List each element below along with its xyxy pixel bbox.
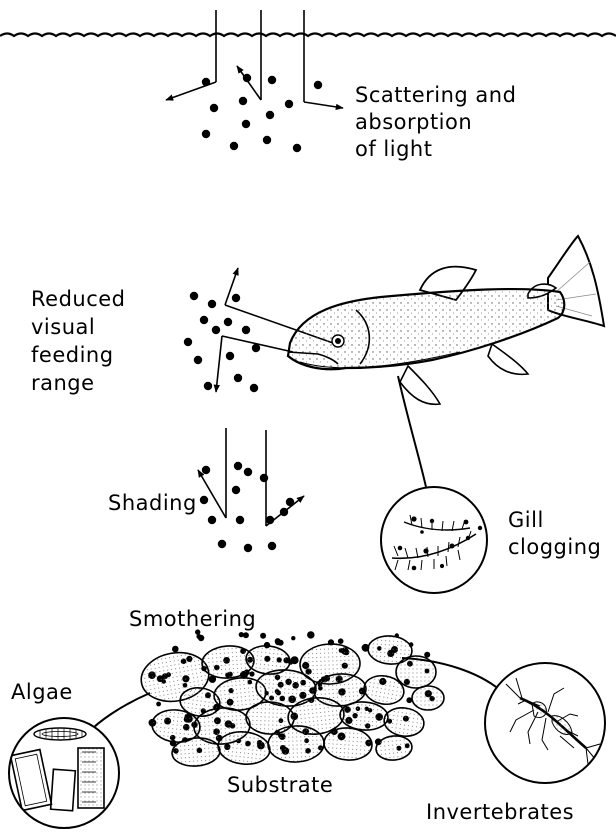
- sediment-particle: [232, 294, 240, 302]
- sediment-particle: [236, 516, 244, 524]
- gill-zoom-icon: [381, 487, 487, 593]
- sediment-particle: [224, 318, 232, 326]
- sediment-particle: [204, 382, 212, 390]
- sediment-particle: [212, 326, 220, 334]
- sediment-particle: [268, 76, 276, 84]
- sediment-particle: [266, 516, 274, 524]
- sediment-particle: [286, 498, 294, 506]
- fine-sediment: [338, 638, 344, 644]
- sediment-particle: [252, 344, 260, 352]
- sediment-particle: [268, 542, 276, 550]
- sediment-particle: [232, 486, 240, 494]
- substrate-stone: [375, 734, 413, 762]
- label-shading: Shading: [108, 491, 197, 516]
- sediment-particle: [293, 144, 301, 152]
- sediment-particle: [218, 540, 226, 548]
- sediment-particles-bottom: [200, 462, 294, 552]
- sediment-particle: [260, 474, 268, 482]
- substrate-stone: [412, 686, 444, 710]
- sediment-particle: [210, 104, 218, 112]
- sediment-particle: [200, 496, 208, 504]
- sediment-particle: [226, 352, 234, 360]
- sediment-particle: [190, 292, 198, 300]
- sediment-particle: [239, 97, 247, 105]
- sediment-particle: [202, 78, 210, 86]
- label-gill-line1: Gill: [508, 508, 544, 533]
- invertebrate-zoom-icon: [485, 663, 605, 783]
- label-reduced-line2: visual: [31, 315, 95, 340]
- fine-sediment: [249, 671, 254, 676]
- fine-sediment: [156, 702, 161, 707]
- sediment-particle: [263, 136, 271, 144]
- sediment-particle: [200, 316, 208, 324]
- sediment-particle: [250, 384, 258, 392]
- stone-bed-icon: [137, 629, 444, 767]
- fine-sediment: [172, 646, 179, 653]
- sediment-particle: [202, 466, 210, 474]
- sediment-particle: [208, 516, 216, 524]
- label-substrate: Substrate: [227, 773, 333, 798]
- label-gill-line2: clogging: [508, 535, 601, 560]
- label-scattering-line3: of light: [355, 137, 432, 162]
- label-scattering-line1: Scattering and: [355, 83, 516, 108]
- water-surface-icon: [0, 34, 616, 37]
- sediment-particle: [208, 300, 216, 308]
- fine-sediment: [307, 631, 314, 638]
- sediment-particle: [242, 326, 250, 334]
- sediment-particle: [202, 130, 210, 138]
- sediment-particle: [266, 111, 274, 119]
- sediment-particle: [184, 338, 192, 346]
- sediment-particle: [242, 120, 250, 128]
- label-algae: Algae: [11, 680, 73, 705]
- fine-sediment: [260, 633, 266, 639]
- fine-sediment: [275, 639, 281, 645]
- sediment-particle: [285, 100, 293, 108]
- label-reduced-line3: feeding: [31, 343, 114, 368]
- label-smothering: Smothering: [129, 607, 256, 632]
- substrate-stone: [382, 705, 426, 738]
- label-invertebrates: Invertebrates: [426, 800, 574, 825]
- sediment-particle: [280, 508, 288, 516]
- scattering-light-rays: [166, 10, 343, 108]
- label-reduced-line1: Reduced: [31, 287, 126, 312]
- fine-sediment: [196, 634, 201, 639]
- sediment-particle: [244, 544, 252, 552]
- algae-zoom-icon: [9, 718, 119, 828]
- sediment-particle: [234, 374, 242, 382]
- sediment-particle: [234, 462, 242, 470]
- substrate-stone: [339, 700, 389, 731]
- sediment-particle: [230, 142, 238, 150]
- sediment-particle: [314, 81, 322, 89]
- substrate-stone: [323, 726, 373, 761]
- fine-sediment: [424, 652, 430, 658]
- sediment-particle: [194, 356, 202, 364]
- sediment-particle: [244, 468, 252, 476]
- fine-sediment: [291, 636, 295, 640]
- fine-sediment: [243, 632, 249, 638]
- sediment-particle: [243, 74, 251, 82]
- fish-icon: [288, 236, 604, 404]
- label-reduced-line4: range: [31, 371, 95, 396]
- label-scattering-line2: absorption: [355, 110, 472, 135]
